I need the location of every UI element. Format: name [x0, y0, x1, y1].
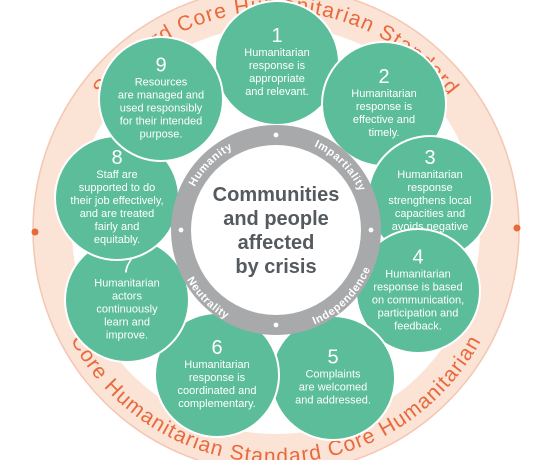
- commitment-text-line: and relevant.: [245, 86, 309, 98]
- commitment-text-line: complementary.: [178, 398, 255, 410]
- band-dot: [368, 227, 374, 233]
- center-title-line: by crisis: [235, 256, 316, 278]
- commitment-number: 1: [271, 25, 282, 47]
- commitment-text-line: coordinated and: [178, 385, 257, 397]
- commitment-text-line: are managed and: [118, 90, 204, 102]
- commitment-number: 3: [424, 147, 435, 169]
- commitment-text-line: improve.: [106, 330, 148, 342]
- commitment-text-line: equitably.: [94, 234, 140, 246]
- commitment-text-line: Humanitarian: [385, 269, 450, 281]
- commitment-text-line: response: [407, 182, 452, 194]
- band-dot: [273, 322, 279, 328]
- commitment-text-line: response is based: [373, 282, 462, 294]
- commitment-text-line: supported to do: [79, 182, 155, 194]
- commitment-circle: [98, 36, 224, 162]
- center-title-line: and people: [223, 208, 329, 230]
- commitment-number: 2: [378, 66, 389, 88]
- commitment-text-line: feedback.: [394, 321, 442, 333]
- commitment-number: 5: [327, 347, 338, 369]
- commitment-text-line: Resources: [135, 77, 188, 89]
- commitment-text-line: Humanitarian: [351, 88, 416, 100]
- commitment-text-line: response is: [356, 101, 413, 113]
- commitment-text-line: strengthens local: [388, 195, 471, 207]
- commitment-text-line: for their intended: [120, 116, 203, 128]
- commitment-text-line: used responsibly: [120, 103, 203, 115]
- commitment-text-line: Humanitarian: [397, 169, 462, 181]
- commitment-number: 9: [155, 55, 166, 77]
- commitment-text-line: learn and: [104, 317, 150, 329]
- band-dot: [178, 227, 184, 233]
- commitment-text-line: Humanitarian: [184, 359, 249, 371]
- commitment-text-line: Humanitarian: [94, 278, 159, 290]
- commitment-text-line: their job effectively,: [70, 195, 163, 207]
- commitment-number: 7: [121, 256, 132, 278]
- commitment-text-line: Humanitarian: [244, 47, 309, 59]
- ring-dot-right: [513, 224, 521, 232]
- commitment-text-line: purpose.: [140, 129, 183, 141]
- commitment-number: 6: [211, 337, 222, 359]
- commitment-text-line: appropriate: [249, 73, 305, 85]
- commitment-text-line: response is: [249, 60, 306, 72]
- commitment-number: 8: [111, 147, 122, 169]
- commitment-text-line: response is: [189, 372, 246, 384]
- commitment-text-line: capacities and: [395, 208, 465, 220]
- commitment-text-line: are welcomed: [299, 382, 367, 394]
- commitment-text-line: actors: [112, 291, 142, 303]
- band-dot: [273, 132, 279, 138]
- commitment-text-line: Staff are: [96, 169, 137, 181]
- ring-dot-left: [31, 228, 39, 236]
- commitment-number: 4: [412, 247, 423, 269]
- commitment-text-line: timely.: [369, 127, 400, 139]
- principles-band-dots: [178, 132, 374, 328]
- center-title-line: Communities: [213, 184, 340, 206]
- commitment-text-line: and addressed.: [295, 395, 371, 407]
- center-disc: [191, 145, 361, 315]
- center-title-line: affected: [238, 232, 315, 254]
- commitment-text-line: continuously: [96, 304, 158, 316]
- commitment-text-line: effective and: [353, 114, 415, 126]
- commitment-text-line: on communication,: [372, 295, 464, 307]
- commitment-text-line: Complaints: [305, 369, 361, 381]
- commitment-text-line: fairly and: [95, 221, 140, 233]
- commitment-text-line: participation and: [378, 308, 459, 320]
- commitment-text-line: and are treated: [80, 208, 155, 220]
